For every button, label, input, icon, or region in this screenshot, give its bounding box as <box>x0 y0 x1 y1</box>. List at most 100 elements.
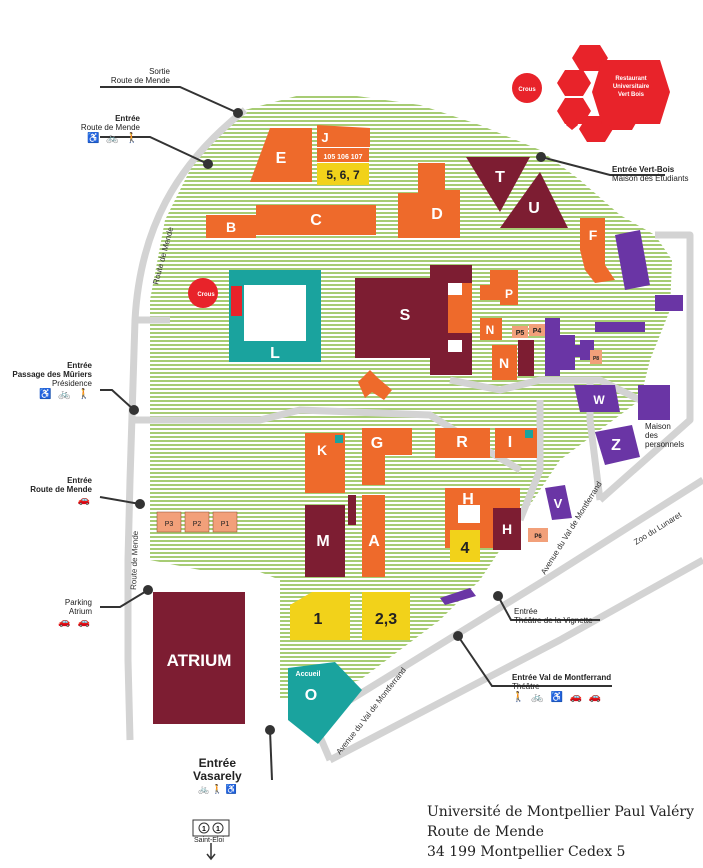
callout-lines <box>99 86 665 781</box>
campus-grounds <box>150 95 672 700</box>
building-labels: E J 105 106 107 5, 6, 7 T U D B C F S L … <box>165 76 650 704</box>
building-w[interactable] <box>574 385 620 412</box>
building-t[interactable] <box>466 157 530 212</box>
callout-entree-mende-mid: Entrée Route de Mende 🚗 <box>30 476 92 506</box>
building-purple-8 <box>440 588 476 605</box>
building-v[interactable] <box>545 485 572 520</box>
label-k: K <box>317 442 327 458</box>
label-f: F <box>589 227 598 243</box>
building-i-teal <box>525 430 533 438</box>
label-h2: H <box>502 521 512 537</box>
label-i: I <box>508 434 512 451</box>
building-1[interactable] <box>290 592 350 640</box>
building-p4[interactable] <box>529 324 545 336</box>
building-purple-5 <box>560 335 575 370</box>
label-e: E <box>276 150 287 167</box>
building-g[interactable] <box>362 428 412 485</box>
label-resto-1: Restaurant <box>615 76 646 82</box>
building-c[interactable] <box>256 205 376 235</box>
building-purple-3 <box>595 322 645 332</box>
label-567: 5, 6, 7 <box>326 168 360 182</box>
label-u: U <box>528 200 540 217</box>
street-route-mende-2: Route de Mende <box>129 530 140 590</box>
building-p[interactable] <box>480 270 518 305</box>
building-s-hole2 <box>448 340 462 352</box>
address-line-3: 34 199 Montpellier Cedex 5 <box>427 844 626 860</box>
label-g: G <box>371 435 383 452</box>
callout-entree-mende-top: Entrée Route de Mende ♿ 🚲 🚶 <box>80 114 140 144</box>
building-a[interactable] <box>362 495 385 577</box>
buildings <box>153 125 615 744</box>
callout-maison-personnels: Maison des personnels <box>645 422 685 449</box>
building-purple-2 <box>655 295 683 311</box>
building-23[interactable] <box>362 592 410 640</box>
label-o: O <box>305 687 317 704</box>
building-o[interactable] <box>288 662 362 744</box>
building-n1[interactable] <box>480 318 502 340</box>
label-t: T <box>495 169 505 186</box>
building-maroon-strip <box>518 340 534 376</box>
building-atrium[interactable] <box>153 592 245 724</box>
label-105: 105 106 107 <box>324 154 363 161</box>
parking-p3 <box>156 511 182 533</box>
label-p8: P8 <box>593 356 599 362</box>
building-u[interactable] <box>500 172 568 228</box>
building-j[interactable] <box>317 125 370 147</box>
building-stairs <box>358 370 392 400</box>
building-p8 <box>590 350 602 364</box>
purple-buildings <box>440 230 683 605</box>
callout-passage-muriers: Entrée Passage des Mûriers Présidence ♿ … <box>12 361 92 400</box>
building-b[interactable] <box>206 215 256 238</box>
label-resto-2: Universitaire <box>613 84 650 90</box>
callout-vert-bois: Entrée Vert-Bois Maison des Étudiants <box>612 165 689 183</box>
building-4[interactable] <box>450 530 480 562</box>
label-23: 2,3 <box>375 611 397 628</box>
label-1: 1 <box>314 611 323 628</box>
building-d[interactable] <box>398 163 460 238</box>
building-p5[interactable] <box>512 326 528 338</box>
parking-p1 <box>212 511 238 533</box>
building-s[interactable] <box>355 265 472 375</box>
building-567[interactable] <box>317 163 369 185</box>
label-s: S <box>400 307 411 324</box>
crous-circle-top <box>512 73 542 103</box>
label-m: M <box>316 533 329 550</box>
label-atrium: ATRIUM <box>167 651 232 670</box>
callout-parking-atrium: Parking Atrium 🚗 🚗 <box>58 598 92 628</box>
address-line-2: Route de Mende <box>427 824 544 840</box>
label-d: D <box>431 206 443 223</box>
label-4: 4 <box>461 540 470 557</box>
label-l: L <box>270 345 280 362</box>
label-p: P <box>505 287 513 301</box>
building-m[interactable] <box>305 505 345 577</box>
restaurant-hexagons[interactable] <box>557 45 670 142</box>
building-105-107[interactable] <box>317 148 369 162</box>
label-j: J <box>321 130 328 145</box>
building-e[interactable] <box>250 128 312 182</box>
building-p6[interactable] <box>528 528 548 542</box>
label-n1: N <box>486 323 495 337</box>
building-r[interactable] <box>435 428 490 458</box>
callout-sortie-mende: Sortie Route de Mende <box>110 67 170 85</box>
label-w: W <box>593 393 605 407</box>
building-h2[interactable] <box>493 508 521 550</box>
label-p1: P1 <box>221 521 230 528</box>
callout-vasarely: Entrée Vasarely 🚲 🚶 ♿ <box>193 756 242 795</box>
building-f[interactable] <box>580 218 615 283</box>
label-p3: P3 <box>165 521 174 528</box>
building-n2[interactable] <box>492 345 517 380</box>
label-p2: P2 <box>193 521 202 528</box>
building-z[interactable] <box>595 425 640 465</box>
label-z: Z <box>611 437 621 454</box>
label-c: C <box>310 212 322 229</box>
street-zoo: Zoo du Lunaret <box>632 510 683 547</box>
building-k-teal <box>335 435 343 443</box>
label-r: R <box>456 434 468 451</box>
label-resto-3: Vert Bois <box>618 92 645 98</box>
building-maison-personnels[interactable] <box>638 385 670 420</box>
building-l-court <box>244 285 306 341</box>
tram-stop-icon: 1 1 <box>192 819 230 861</box>
svg-text:1: 1 <box>202 826 206 833</box>
building-l-red <box>231 286 242 316</box>
university-address: Université de Montpellier Paul Valéry Ro… <box>427 802 694 862</box>
